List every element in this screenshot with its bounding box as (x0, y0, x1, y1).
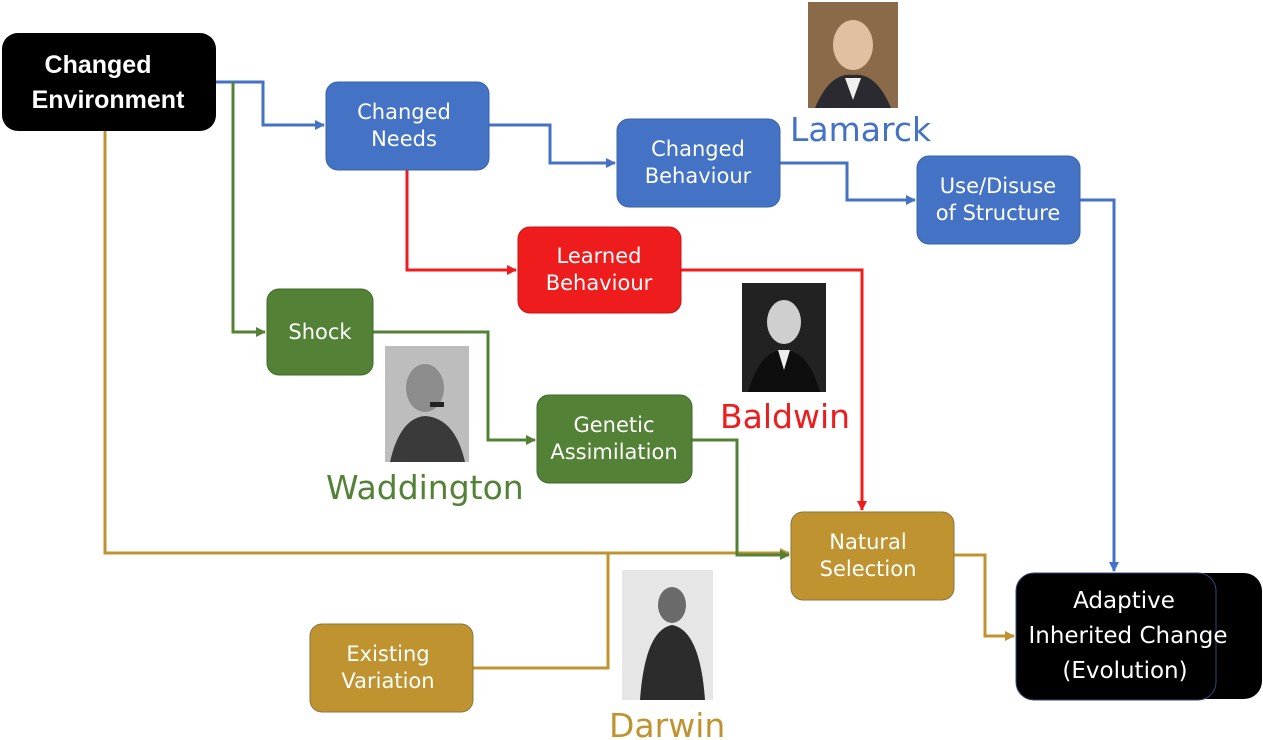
arrow-usedisuse-to-adaptive (1080, 198, 1119, 572)
svg-text:Shock: Shock (288, 320, 352, 344)
lamarck-portrait (808, 2, 898, 108)
connectors (103, 80, 1119, 670)
node-shock: Shock (266, 288, 374, 376)
arrow-needs-to-learned (405, 170, 517, 275)
darwin-portrait (622, 570, 713, 700)
arrow-behaviour-to-usedisuse (780, 161, 916, 205)
lamarck-label: Lamarck (790, 110, 932, 149)
baldwin-label: Baldwin (720, 397, 850, 436)
arrow-needs-to-behaviour (489, 123, 616, 168)
arrow-env-to-needs (216, 80, 325, 130)
waddington-label: Waddington (326, 468, 524, 507)
arrow-shock-to-genetic (373, 330, 536, 445)
arrow-learned-to-selection (681, 268, 867, 511)
arrow-env-to-selection (103, 131, 790, 558)
darwin-label: Darwin (609, 706, 725, 740)
baldwin-portrait (742, 283, 826, 392)
arrow-env-to-shock (231, 82, 266, 337)
arrow-genetic-to-selection (692, 438, 790, 560)
arrow-variation-to-selection (473, 553, 610, 670)
arrow-selection-to-adaptive (954, 553, 1015, 641)
waddington-portrait (385, 346, 469, 462)
